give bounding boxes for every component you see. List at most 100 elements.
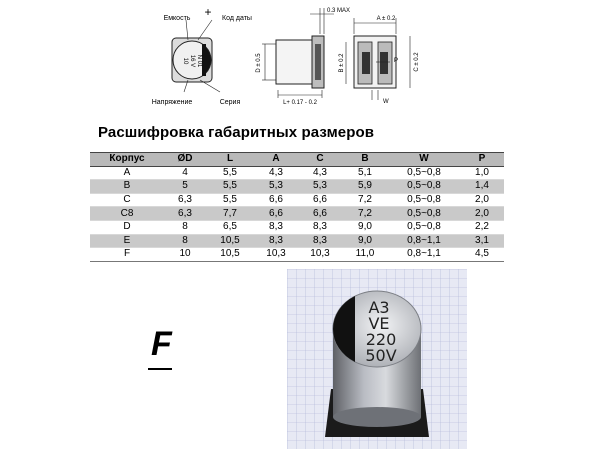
column-header: B <box>342 152 388 167</box>
table-cell: 5,9 <box>342 179 388 194</box>
cap-marking-line-3: N 01 <box>196 55 202 68</box>
table-cell: 4 <box>164 166 206 181</box>
label-capacity: Емкость <box>164 15 191 22</box>
label-voltage: Напряжение <box>152 99 193 106</box>
table-cell: 0,5~0,8 <box>388 193 460 208</box>
table-header-row: Корпус ØD L A C B W P <box>90 152 504 167</box>
table-cell: C8 <box>90 206 164 221</box>
table-cell: 10,5 <box>206 234 254 249</box>
column-header: ØD <box>164 152 206 167</box>
table-cell: B <box>90 179 164 194</box>
table-cell: D <box>90 220 164 235</box>
table-cell: 1,0 <box>460 166 504 181</box>
table-cell: 11,0 <box>342 247 388 262</box>
table-cell: 0,5~0,8 <box>388 179 460 194</box>
table-cell: 5,3 <box>254 179 298 194</box>
table-cell: 8,3 <box>254 234 298 249</box>
table-cell: 8,3 <box>254 220 298 235</box>
label-a-dim: A ± 0.2 <box>377 16 396 22</box>
label-max: 0.3 MAX <box>327 8 350 14</box>
table-cell: 5,1 <box>342 166 388 181</box>
table-cell: C <box>90 193 164 208</box>
column-header: C <box>298 152 342 167</box>
table-cell: 5,3 <box>298 179 342 194</box>
table-cell: 6,6 <box>254 206 298 221</box>
label-l-dim: L+ 0.17 - 0.2 <box>283 100 318 106</box>
label-d-dim: D ± 0.5 <box>256 53 262 73</box>
column-header: Корпус <box>90 152 164 167</box>
section-title: Расшифровка габаритных размеров <box>98 124 375 141</box>
label-date-code: Код даты <box>222 15 252 22</box>
table-cell: 10,3 <box>254 247 298 262</box>
column-header: P <box>460 152 504 167</box>
column-header: A <box>254 152 298 167</box>
capacitor-top-view <box>171 37 213 83</box>
table-cell: 8 <box>164 220 206 235</box>
table-cell: 3,1 <box>460 234 504 249</box>
table-cell: 0,5~0,8 <box>388 206 460 221</box>
table-cell: 9,0 <box>342 220 388 235</box>
table-cell: 6,6 <box>298 206 342 221</box>
table-cell: 7,2 <box>342 193 388 208</box>
table-cell: 6,5 <box>206 220 254 235</box>
label-b-dim: B ± 0.2 <box>339 53 345 73</box>
table-cell: 10,5 <box>206 247 254 262</box>
capacitor-footprint-view <box>345 18 411 100</box>
table-cell: 0,5~0,8 <box>388 166 460 181</box>
table-cell: 10 <box>164 247 206 262</box>
table-cell: 7,2 <box>342 206 388 221</box>
package-letter-underline <box>148 368 172 370</box>
column-header: L <box>206 152 254 167</box>
table-cell: 8,3 <box>298 234 342 249</box>
table-cell: F <box>90 247 164 262</box>
label-plus: + <box>204 5 211 19</box>
table-cell: 6,6 <box>298 193 342 208</box>
table-cell: 7,7 <box>206 206 254 221</box>
table-cell: 2,2 <box>460 220 504 235</box>
label-c-dim: C ± 0.2 <box>414 52 420 72</box>
table-cell: 5,5 <box>206 193 254 208</box>
table-cell: 1,4 <box>460 179 504 194</box>
cap-marking-line-2: 16 V <box>189 55 195 67</box>
photo-marking-line-1: A3 <box>368 298 389 317</box>
cap-marking-line-1: 10 <box>182 58 188 65</box>
capacitor-photo: A3 VE 220 50V <box>287 269 467 449</box>
table-cell: 5 <box>164 179 206 194</box>
table-cell: 0,5~0,8 <box>388 220 460 235</box>
photo-marking-line-3: 220 <box>366 330 397 349</box>
table-cell: 6,3 <box>164 193 206 208</box>
photo-marking-line-2: VE <box>368 314 389 333</box>
table-cell: 4,3 <box>298 166 342 181</box>
table-cell: 2,0 <box>460 206 504 221</box>
table-cell: 4,3 <box>254 166 298 181</box>
table-cell: 8 <box>164 234 206 249</box>
capacitor-side-view <box>262 8 334 98</box>
label-w-dim: W <box>383 99 389 105</box>
table-cell: 6,6 <box>254 193 298 208</box>
dimension-diagram: 10 16 V N 01 Емкость + Код даты Напряжен… <box>152 5 420 106</box>
table-cell: 10,3 <box>298 247 342 262</box>
label-p-dim: P <box>394 58 398 64</box>
table-cell: A <box>90 166 164 181</box>
table-cell: 9,0 <box>342 234 388 249</box>
table-cell: 6,3 <box>164 206 206 221</box>
column-header: W <box>388 152 460 167</box>
table-cell: 8,3 <box>298 220 342 235</box>
photo-marking-line-4: 50V <box>365 346 396 365</box>
package-letter: F <box>151 325 172 363</box>
table-cell: 2,0 <box>460 193 504 208</box>
label-series: Серия <box>220 99 241 106</box>
table-cell: 5,5 <box>206 166 254 181</box>
table-cell: 4,5 <box>460 247 504 262</box>
table-cell: 0,8~1,1 <box>388 234 460 249</box>
table-cell: 0,8~1,1 <box>388 247 460 262</box>
table-cell: 5,5 <box>206 179 254 194</box>
